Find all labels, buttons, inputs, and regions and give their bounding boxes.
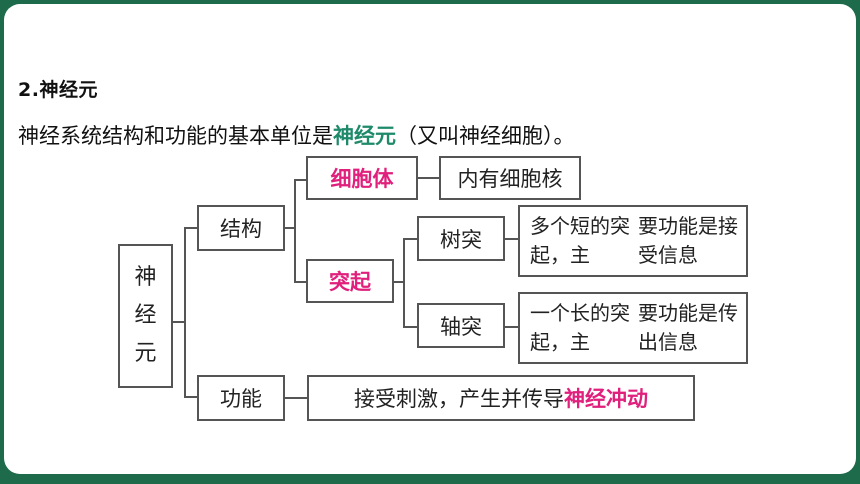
connector [505, 238, 519, 240]
intro-prefix: 神经系统结构和功能的基本单位是 [18, 124, 333, 148]
bottom-bar [0, 474, 860, 484]
connector [294, 179, 296, 283]
connector [294, 281, 307, 283]
connector [418, 177, 440, 179]
dendrite-box: 树突 [417, 216, 505, 261]
connector [394, 281, 404, 283]
connector [403, 326, 418, 328]
root-char-2: 经 [134, 303, 157, 328]
connector [403, 238, 405, 328]
structure-box: 结构 [197, 205, 285, 251]
connector [184, 227, 198, 229]
dendrite-desc-line-2: 要功能是接受信息 [638, 214, 738, 267]
connector [403, 238, 418, 240]
function-desc-prefix: 接受刺激，产生并传导 [354, 387, 564, 411]
function-desc-highlight: 神经冲动 [564, 387, 648, 411]
connector [184, 227, 186, 397]
cell-body-box: 细胞体 [306, 156, 418, 200]
dendrite-desc-line-1: 多个短的突起，主 [530, 214, 630, 267]
axon-desc-box: 一个长的突起，主 要功能是传出信息 [518, 292, 748, 364]
root-char-1: 神 [134, 265, 157, 290]
intro-sentence: 神经系统结构和功能的基本单位是神经元（又叫神经细胞）。 [18, 120, 575, 150]
function-box: 功能 [197, 375, 285, 421]
function-desc-box: 接受刺激，产生并传导神经冲动 [307, 375, 695, 421]
connector [294, 179, 307, 181]
axon-desc-line-1: 一个长的突起，主 [530, 301, 630, 354]
connector [505, 326, 519, 328]
axon-desc-line-2: 要功能是传出信息 [638, 301, 738, 354]
root-box: 神 经 元 [118, 244, 173, 388]
connector [173, 321, 185, 323]
connector [285, 397, 308, 399]
axon-box: 轴突 [417, 303, 505, 348]
connector [285, 227, 295, 229]
intro-highlight: 神经元 [333, 124, 396, 148]
section-title: 2.神经元 [18, 79, 98, 101]
process-box: 突起 [306, 259, 394, 303]
connector [184, 396, 198, 398]
root-char-3: 元 [134, 341, 157, 366]
dendrite-desc-box: 多个短的突起，主 要功能是接受信息 [518, 205, 748, 277]
cell-body-desc-box: 内有细胞核 [439, 156, 581, 200]
intro-suffix: （又叫神经细胞）。 [396, 124, 575, 148]
